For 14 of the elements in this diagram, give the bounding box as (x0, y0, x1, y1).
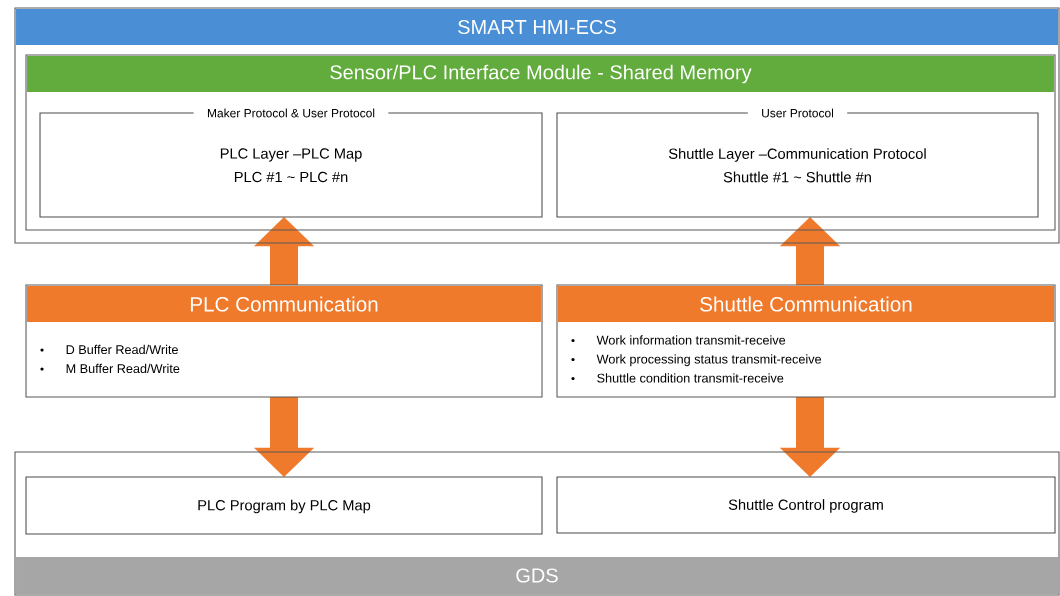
program-box: PLC Program by PLC Map (25, 476, 543, 535)
bullet-item: Work processing status transmit-receive (571, 354, 822, 367)
header-band: SMART HMI-ECS (16, 9, 1058, 45)
header-band: Shuttle Communication (558, 286, 1054, 322)
protocol-box: User Protocol Shuttle Layer –Communication Protocol Shuttle #1 ~ Shuttle #n (556, 107, 1039, 218)
protocol-box: Maker Protocol & User Protocol PLC Layer –PLC Map PLC #1 ~ PLC #n (39, 107, 543, 218)
bullet-item: Work information transmit-receive (571, 335, 786, 345)
bullet-item: M Buffer Read/Write (40, 363, 180, 374)
program-box: Shuttle Control program (556, 476, 1056, 534)
header-band: Sensor/PLC Interface Module - Shared Memory (27, 56, 1054, 92)
header-band: PLC Communication (27, 286, 541, 322)
bullet-item: Shuttle condition transmit-receive (571, 373, 784, 383)
header-band: GDS (16, 556, 1058, 595)
bullet-item: D Buffer Read/Write (40, 344, 178, 355)
